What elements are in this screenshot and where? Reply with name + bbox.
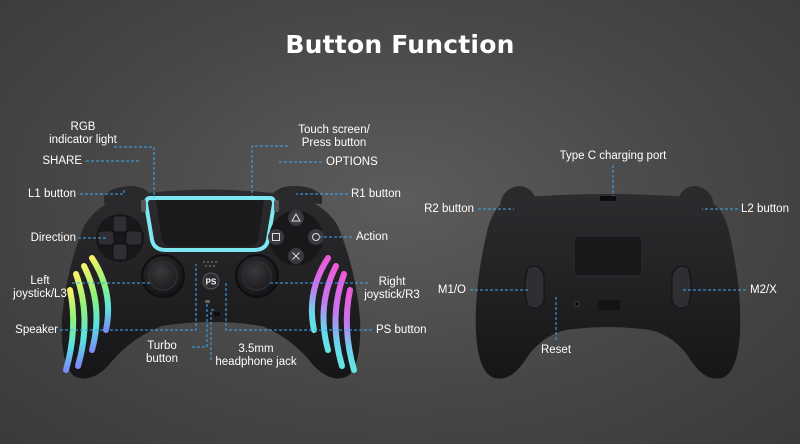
options-label: OPTIONS <box>326 156 378 168</box>
right-joystick-icon <box>235 254 279 298</box>
action-buttons-icon <box>268 210 324 265</box>
leader-lines <box>60 145 746 360</box>
jack-line1: 3.5mm <box>238 343 274 355</box>
rgb-indicator-label: RGB indicator light <box>28 121 138 147</box>
right-joystick-label: Right joystick/R3 <box>352 276 432 302</box>
rgb-light-bar <box>143 196 277 252</box>
touch-line1: Touch screen/ <box>298 124 370 136</box>
back-panel <box>573 235 643 277</box>
back-controller <box>475 186 741 379</box>
jack-line2: headphone jack <box>215 356 297 368</box>
right-joystick-line2: joystick/R3 <box>364 289 420 301</box>
left-rgb-stripes <box>63 255 112 373</box>
action-label: Action <box>356 231 388 243</box>
options-button-icon <box>274 200 279 212</box>
ps-badge: PS <box>206 278 217 287</box>
right-joystick-line1: Right <box>378 276 406 288</box>
turbo-line2: button <box>146 353 178 365</box>
turbo-line1: Turbo <box>147 340 177 352</box>
touch-line2: Press button <box>301 137 367 149</box>
left-joystick-line2: joystick/L3 <box>13 288 67 300</box>
back-slot <box>598 300 620 310</box>
headphone-jack-icon <box>214 312 220 316</box>
l2-button-label: L2 button <box>741 203 789 215</box>
direction-label: Direction <box>30 232 76 244</box>
front-controller: PS <box>61 186 361 379</box>
ps-button-icon <box>202 272 220 290</box>
headphone-jack-label: 3.5mm headphone jack <box>204 343 308 369</box>
touch-screen-label: Touch screen/ Press button <box>282 124 386 150</box>
turbo-button-icon <box>205 300 210 303</box>
touchpad-icon <box>156 200 264 246</box>
type-c-port-icon <box>600 196 616 201</box>
speaker-grille-icon <box>202 260 218 268</box>
speaker-label: Speaker <box>15 324 58 336</box>
r2-button-label: R2 button <box>424 203 474 215</box>
left-joystick-line1: Left <box>30 275 50 287</box>
r1-button-label: R1 button <box>351 188 401 200</box>
share-button-icon <box>141 200 146 212</box>
back-body <box>475 194 741 379</box>
left-joystick-icon <box>141 254 185 298</box>
turbo-button-label: Turbo button <box>134 340 190 366</box>
reset-label: Reset <box>540 344 572 356</box>
rgb-label-line2: indicator light <box>49 134 117 146</box>
reset-hole-icon <box>574 301 580 307</box>
m2-paddle-icon <box>671 265 692 309</box>
m1-paddle-icon <box>524 265 545 309</box>
m2-label: M2/X <box>750 284 777 296</box>
type-c-port-label: Type C charging port <box>559 150 667 162</box>
share-label: SHARE <box>42 155 82 167</box>
rgb-label-line1: RGB <box>70 121 96 133</box>
ps-button-label: PS button <box>376 324 427 336</box>
m1-label: M1/O <box>437 284 466 296</box>
left-joystick-label: Left joystick/L3 <box>2 275 78 301</box>
diagram-title: Button Function <box>285 30 515 59</box>
l1-button-label: L1 button <box>28 188 76 200</box>
